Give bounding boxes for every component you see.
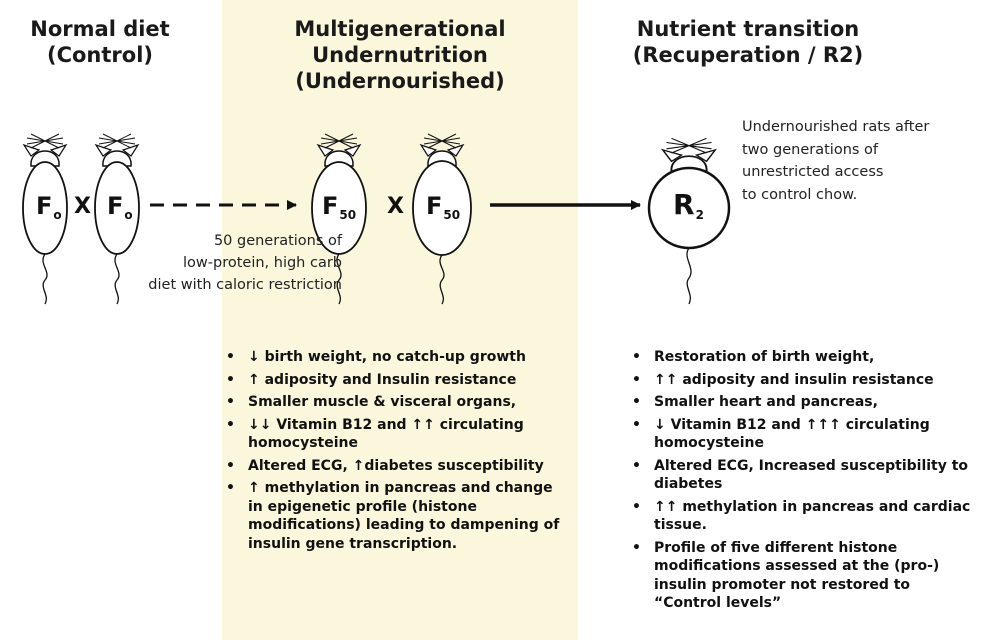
heading-undernutrition-line-2: Undernutrition	[312, 43, 488, 67]
list-item: Altered ECG, Increased susceptibility to…	[628, 457, 973, 494]
heading-undernutrition-line-3: (Undernourished)	[295, 69, 505, 93]
list-item: Restoration of birth weight,	[628, 348, 973, 367]
heading-control: Normal diet (Control)	[0, 16, 200, 68]
undernourished-effects-list: ↓ birth weight, no catch-up growth ↑ adi…	[222, 348, 567, 557]
heading-recuperation: Nutrient transition (Recuperation / R2)	[600, 16, 896, 68]
rat-control-2	[94, 133, 140, 305]
transition-note-line-3: diet with caloric restriction	[148, 277, 342, 293]
rat-label-undernourished-1: F50	[322, 192, 357, 222]
list-item: ↑↑ methylation in pancreas and cardiac t…	[628, 498, 973, 535]
heading-recuperation-line-1: Nutrient transition	[636, 17, 860, 41]
rat-control-1	[22, 133, 68, 305]
list-item: ↓ birth weight, no catch-up growth	[222, 348, 567, 367]
heading-undernutrition: Multigenerational Undernutrition (Undern…	[222, 16, 578, 94]
cross-symbol-control: X	[74, 194, 91, 219]
list-item: ↑ adiposity and Insulin resistance	[222, 371, 567, 390]
list-item: Altered ECG, ↑diabetes susceptibility	[222, 457, 567, 476]
transition-note: 50 generations of low-protein, high carb…	[140, 230, 342, 296]
transition-note-line-1: 50 generations of	[213, 233, 342, 249]
recuperation-note-line-3: unrestricted access	[742, 164, 884, 180]
list-item: ↓↓ Vitamin B12 and ↑↑ circulating homocy…	[222, 416, 567, 453]
list-item: Smaller muscle & visceral organs,	[222, 393, 567, 412]
list-item: ↑ methylation in pancreas and change in …	[222, 479, 567, 553]
recuperation-note-line-2: two generations of	[742, 141, 879, 158]
rat-label-undernourished-2: F50	[426, 192, 461, 222]
heading-recuperation-line-2: (Recuperation / R2)	[632, 43, 864, 67]
recuperation-note: Undernourished rats after two generation…	[742, 116, 982, 206]
heading-control-line-1: Normal diet	[30, 17, 170, 41]
list-item: Profile of five different histone modifi…	[628, 539, 973, 613]
rat-undernourished-2	[412, 133, 472, 305]
transition-note-line-2: low-protein, high carb	[183, 255, 342, 271]
rat-label-control-2: Fo	[107, 192, 133, 222]
heading-control-line-2: (Control)	[46, 43, 153, 67]
rat-recuperated	[647, 137, 731, 305]
list-item: ↑↑ adiposity and insulin resistance	[628, 371, 973, 390]
list-item: Smaller heart and pancreas,	[628, 393, 973, 412]
recuperation-note-line-1: Undernourished rats after	[742, 119, 930, 135]
rat-undernourished-1	[311, 133, 367, 305]
rat-label-recuperated: R2	[673, 188, 704, 222]
list-item: ↓ Vitamin B12 and ↑↑↑ circulating homocy…	[628, 416, 973, 453]
recuperation-effects-list: Restoration of birth weight, ↑↑ adiposit…	[628, 348, 973, 617]
recuperation-note-line-4: to control chow.	[742, 186, 858, 203]
cross-symbol-undernourished: X	[387, 194, 404, 219]
heading-undernutrition-line-1: Multigenerational	[294, 17, 506, 41]
rat-label-control-1: Fo	[36, 192, 62, 222]
